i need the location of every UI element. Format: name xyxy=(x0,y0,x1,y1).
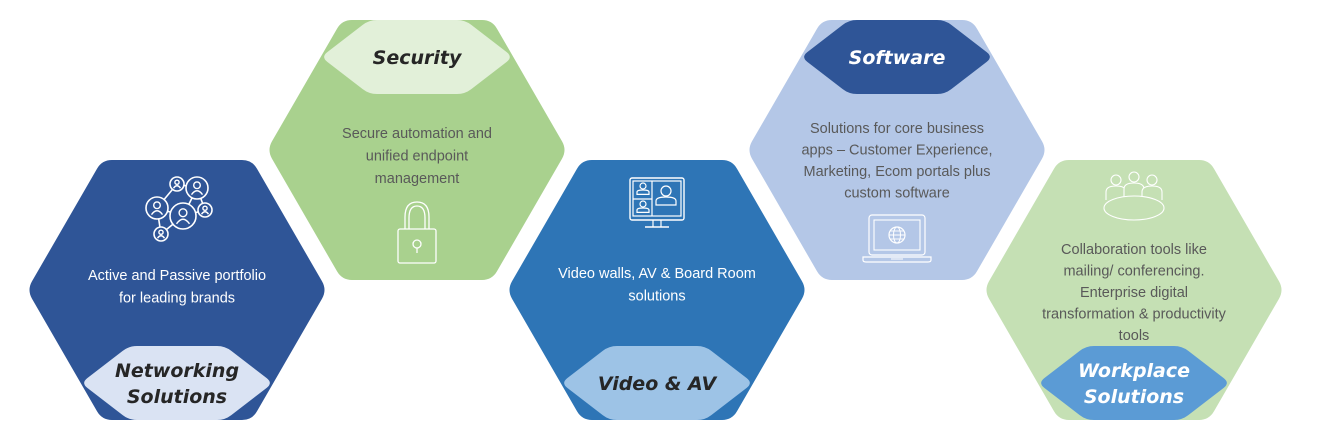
security-description: Secure automation and unified endpoint man… xyxy=(342,126,492,187)
participant-head xyxy=(639,182,647,190)
meeting-table-icon xyxy=(1103,171,1165,221)
attendee-head xyxy=(1128,171,1140,183)
padlock-shackle xyxy=(404,201,430,229)
security-title: Security xyxy=(373,47,463,69)
description-line: tools xyxy=(1119,328,1150,344)
hexagon-software xyxy=(749,20,1045,280)
participant-body xyxy=(655,196,677,206)
workplace-description: Collaboration tools like mailing/ confere… xyxy=(1042,242,1226,344)
person-body xyxy=(200,211,210,215)
laptop-globe-icon xyxy=(862,214,932,263)
person-head xyxy=(192,181,201,190)
person-body xyxy=(172,185,182,189)
person-head xyxy=(202,205,208,212)
padlock-shackle-inner xyxy=(408,205,426,229)
segment-video-av: Video walls, AV & Board Room solutions Vi… xyxy=(509,160,805,420)
title-line: Solutions xyxy=(127,386,227,408)
participant-body xyxy=(636,189,650,195)
title-line: Security xyxy=(373,47,463,69)
title-line: Video & AV xyxy=(598,373,718,395)
segment-networking: Active and Passive portfolio for leading … xyxy=(29,160,325,420)
software-title: Software xyxy=(849,47,946,69)
video-conference-monitor-icon xyxy=(629,177,685,228)
description-line: management xyxy=(375,171,460,187)
title-line: Software xyxy=(849,47,946,69)
laptop-screen xyxy=(873,219,921,251)
participant-head xyxy=(660,185,672,197)
attendee-head xyxy=(1146,174,1158,186)
attendee-body xyxy=(1141,185,1163,200)
padlock-icon xyxy=(397,201,437,264)
segment-workplace: Collaboration tools like mailing/ confere… xyxy=(986,160,1282,420)
description-line: unified endpoint xyxy=(366,149,468,165)
person-body xyxy=(156,235,166,239)
label-badge-workplace xyxy=(1041,346,1227,420)
description-line: Collaboration tools like xyxy=(1061,242,1207,258)
person-head xyxy=(158,229,164,236)
label-badge-security xyxy=(324,20,510,94)
description-line: mailing/ conferencing. xyxy=(1063,264,1204,280)
software-description: Solutions for core business apps – Custom… xyxy=(801,121,992,202)
description-line: Solutions for core business xyxy=(810,121,984,137)
title-line: Networking xyxy=(115,360,239,382)
participant-head xyxy=(639,200,647,208)
description-line: Secure automation and xyxy=(342,126,492,142)
hexagon-networking xyxy=(29,160,325,420)
person-body xyxy=(175,218,191,225)
segment-software: Solutions for core business apps – Custom… xyxy=(749,20,1045,280)
label-badge-software xyxy=(804,20,990,94)
person-head xyxy=(178,208,188,218)
label-badge-networking xyxy=(84,346,270,420)
description-line: transformation & productivity xyxy=(1042,307,1226,323)
hexagon-security xyxy=(269,20,565,280)
description-line: apps – Customer Experience, xyxy=(801,143,992,159)
network-people-icon xyxy=(145,176,213,242)
laptop-lid xyxy=(868,214,926,256)
person-head xyxy=(174,179,180,186)
segment-security: Secure automation and unified endpoint man… xyxy=(269,20,565,280)
title-line: Solutions xyxy=(1084,386,1184,408)
description-line: for leading brands xyxy=(119,291,235,307)
laptop-base xyxy=(862,256,932,263)
description-line: Active and Passive portfolio xyxy=(88,268,266,284)
description-line: Enterprise digital xyxy=(1080,285,1188,301)
person-body xyxy=(190,190,204,196)
attendee-body xyxy=(1123,182,1145,197)
padlock-body xyxy=(397,228,437,264)
person-head xyxy=(152,201,161,210)
title-line: Workplace xyxy=(1078,360,1190,382)
conference-table xyxy=(1103,195,1165,221)
label-badge-video-av xyxy=(564,346,750,420)
hexagon-video-av xyxy=(509,160,805,420)
video-av-description: Video walls, AV & Board Room solutions xyxy=(558,266,756,305)
description-line: Video walls, AV & Board Room xyxy=(558,266,756,282)
participant-body xyxy=(636,207,650,213)
attendee-head xyxy=(1110,174,1122,186)
description-line: Marketing, Ecom portals plus xyxy=(804,164,991,180)
networking-description: Active and Passive portfolio for leading … xyxy=(88,268,266,307)
monitor-frame xyxy=(629,177,685,221)
description-line: solutions xyxy=(628,289,685,305)
description-line: custom software xyxy=(844,186,950,202)
hexagon-workplace xyxy=(986,160,1282,420)
person-body xyxy=(150,210,164,216)
video-av-title: Video & AV xyxy=(598,373,718,395)
